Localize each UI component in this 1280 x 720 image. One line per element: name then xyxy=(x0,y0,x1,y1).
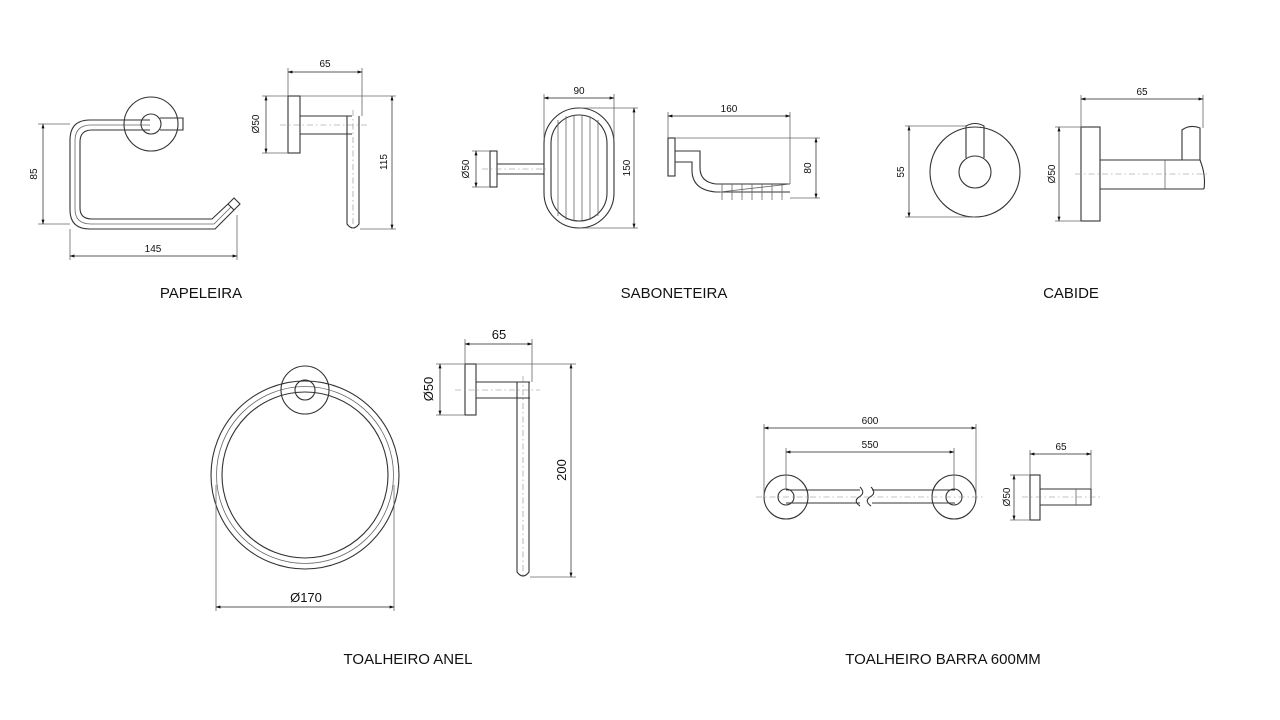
toalheiro-anel-dimension-height: 200 xyxy=(476,363,576,578)
papeleira-dimension-depth: 65 xyxy=(287,59,363,116)
saboneteira-side-view xyxy=(667,137,791,200)
saboneteira-dimension-diameter: Ø50 xyxy=(461,150,490,188)
caption-toalheiro-anel: TOALHEIRO ANEL xyxy=(344,651,473,668)
papeleira-front-view xyxy=(69,96,241,230)
cabide-dimension-height: 55 xyxy=(896,125,975,218)
caption-toalheiro-barra: TOALHEIRO BARRA 600MM xyxy=(845,651,1041,668)
papeleira-dimension-diameter: Ø50 xyxy=(251,95,288,154)
toalheiro-anel-dimension-depth: 65 xyxy=(464,327,533,382)
toalheiro-barra-dimension-depth: 65 xyxy=(1029,442,1092,489)
toalheiro-anel-height-label: 200 xyxy=(554,459,569,481)
papeleira-dimension-side-height: 115 xyxy=(300,95,396,230)
cabide-front-view xyxy=(929,122,1021,218)
saboneteira-dimension-height: 150 xyxy=(580,107,638,229)
saboneteira-front-view xyxy=(482,107,615,229)
toalheiro-anel-front-view xyxy=(210,365,400,570)
cabide-depth-label: 65 xyxy=(1136,87,1148,98)
cabide-height-label: 55 xyxy=(896,166,907,178)
toalheiro-barra-centers-label: 550 xyxy=(862,440,879,451)
toalheiro-barra-dimension-overall: 600 xyxy=(763,416,977,497)
cabide-dimension-depth: 65 xyxy=(1080,87,1204,128)
papeleira-width-label: 145 xyxy=(145,244,162,255)
saboneteira-dimension-width: 90 xyxy=(543,86,615,140)
toalheiro-barra-overall-label: 600 xyxy=(862,416,879,427)
toalheiro-anel-side-view xyxy=(455,363,540,578)
toalheiro-barra-front-view xyxy=(756,474,985,520)
toalheiro-barra-dimension-diameter: Ø50 xyxy=(1002,474,1030,521)
caption-cabide: CABIDE xyxy=(1043,285,1099,302)
saboneteira-dimension-depth: 160 xyxy=(667,104,791,184)
cabide-diameter-label: Ø50 xyxy=(1047,164,1058,183)
toalheiro-barra-depth-label: 65 xyxy=(1055,442,1067,453)
cabide-side-view xyxy=(1075,125,1210,222)
toalheiro-anel-ring-diameter-label: Ø170 xyxy=(290,590,322,605)
toalheiro-anel-dimension-diameter: Ø170 xyxy=(215,485,395,611)
toalheiro-anel-dimension-diameter-flange: Ø50 xyxy=(421,363,465,416)
papeleira-height-label: 85 xyxy=(29,168,40,180)
toalheiro-barra-side-view xyxy=(1022,474,1100,521)
caption-saboneteira: SABONETEIRA xyxy=(621,285,728,302)
saboneteira-depth-label: 160 xyxy=(721,104,738,115)
caption-papeleira: PAPELEIRA xyxy=(160,285,242,302)
saboneteira-diameter-label: Ø50 xyxy=(461,159,472,178)
papeleira-dimension-width: 145 xyxy=(69,215,238,260)
saboneteira-side-height-label: 80 xyxy=(803,162,814,174)
papeleira-diameter-label: Ø50 xyxy=(251,114,262,133)
saboneteira-dimension-side-height: 80 xyxy=(675,137,820,199)
toalheiro-anel-depth-label: 65 xyxy=(492,327,506,342)
papeleira-side-view xyxy=(280,95,370,232)
papeleira-side-height-label: 115 xyxy=(379,154,390,170)
cabide-dimension-diameter: Ø50 xyxy=(1047,126,1081,222)
saboneteira-height-label: 150 xyxy=(622,159,633,176)
toalheiro-barra-dimension-centers: 550 xyxy=(785,440,955,489)
papeleira-depth-label: 65 xyxy=(319,59,331,70)
toalheiro-anel-diameter-label: Ø50 xyxy=(421,377,436,402)
toalheiro-barra-diameter-label: Ø50 xyxy=(1002,487,1013,506)
saboneteira-width-label: 90 xyxy=(573,86,585,97)
papeleira-dimension-height: 85 xyxy=(29,123,70,225)
